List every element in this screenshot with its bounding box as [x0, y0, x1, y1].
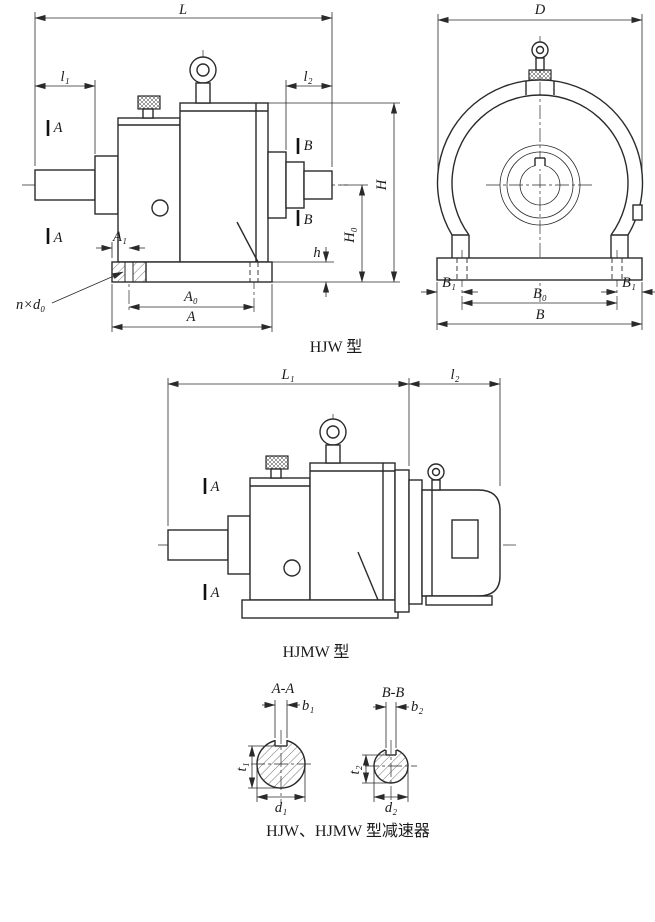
dim-label-A: A: [186, 309, 196, 325]
hjw-side-view: A A B B: [16, 2, 400, 332]
dim-label-L1: L₁: [280, 367, 294, 383]
hjw-view-caption: HJW 型: [310, 338, 363, 356]
dim-label-d2: d₂: [385, 800, 397, 816]
hjmw-lifting-eyebolt: [319, 418, 347, 464]
section-mark-a-top-label: A: [53, 120, 63, 136]
dim-label-B: B: [536, 307, 545, 323]
front-dimension-lines: [421, 16, 655, 328]
lifting-eyebolt: [189, 56, 217, 104]
dim-label-B1-right: B₁: [622, 275, 636, 291]
dim-label-A1: A₁: [112, 229, 127, 245]
hjmw-oil-level-gauge: [283, 559, 301, 577]
motor-terminal-box: [451, 519, 479, 559]
hjw-front-view: D B₁ B₁ B₀ B: [421, 2, 655, 330]
section-aa-title: A-A: [271, 681, 295, 697]
dim-label-B0: B₀: [533, 286, 547, 302]
hjmw-section-marks-A: A A: [203, 478, 220, 601]
dim-label-L: L: [178, 2, 187, 18]
front-bore-and-shaft: [499, 144, 581, 226]
dim-label-l1: l₁: [60, 69, 69, 85]
hjw-gear-housing: [117, 102, 269, 263]
dim-label-n-d0: n×d₀: [16, 297, 45, 313]
hjw-dimension-lines: [34, 14, 398, 331]
section-bb-dimensions: b₂ t₂ d₂: [347, 699, 423, 816]
hjmw-gear-housing: [241, 462, 399, 619]
section-mark-b-top-label: B: [304, 138, 313, 154]
hjmw-dimension-labels: L₁ l₂: [280, 367, 459, 383]
dim-label-t2: t₂: [347, 765, 363, 774]
hjmw-section-mark-a-top-label: A: [210, 479, 220, 495]
oil-fill-cap: [137, 95, 161, 119]
dim-label-b2: b₂: [411, 699, 423, 715]
hjw-input-shaft: [34, 155, 119, 215]
dim-label-D: D: [534, 2, 546, 18]
hjmw-oil-fill-cap: [265, 455, 289, 479]
oil-level-gauge: [151, 199, 169, 217]
dim-label-A0: A₀: [183, 289, 198, 305]
dim-label-B1-left: B₁: [442, 275, 456, 291]
dim-label-H: H: [374, 178, 390, 191]
dim-label-h: h: [313, 245, 320, 261]
motor-feet: [425, 595, 493, 606]
dim-label-H0: H₀: [342, 227, 358, 244]
section-marks-B: B B: [296, 138, 313, 228]
section-view-b-b: B-B b₂ t₂ d₂: [347, 685, 423, 816]
electric-motor: [421, 463, 501, 606]
hjw-dimension-labels: L l₁ l₂ H H₀ h A₁ A₀ A n×d₀: [16, 2, 390, 325]
section-bb-title: B-B: [382, 685, 405, 701]
section-mark-b-bottom-label: B: [304, 212, 313, 228]
dim-label-t1: t₁: [234, 762, 250, 771]
front-dimension-labels: D B₁ B₁ B₀ B: [442, 2, 636, 323]
front-eyebolt: [528, 41, 552, 81]
drawing-footer-caption: HJW、HJMW 型减速器: [266, 822, 430, 840]
hjmw-input-shaft: [167, 515, 251, 575]
section-view-a-a: A-A b₁ t₁ d₁: [234, 681, 314, 816]
hjw-output-shaft: [267, 151, 333, 219]
front-base-plate: [436, 257, 643, 281]
dim-label-b1: b₁: [302, 698, 314, 714]
dim-label-d1: d₁: [275, 800, 287, 816]
hjmw-section-mark-a-bottom-label: A: [210, 585, 220, 601]
section-marks-A: A A: [46, 120, 63, 246]
section-aa-dimensions: b₁ t₁ d₁: [234, 698, 314, 816]
side-plug-boss: [632, 204, 643, 221]
motor-eyebolt: [427, 463, 445, 491]
hjw-base-plate: [111, 261, 273, 283]
motor-flange-adapter: [394, 469, 423, 613]
dim-label-l2-hjmw: l₂: [450, 367, 459, 383]
section-mark-a-bottom-label: A: [53, 230, 63, 246]
hjmw-view-caption: HJMW 型: [283, 643, 350, 661]
hjmw-extension-lines: [167, 378, 501, 526]
hjmw-side-view: A A L₁ l₂: [158, 367, 516, 619]
dim-label-l2: l₂: [303, 69, 312, 85]
